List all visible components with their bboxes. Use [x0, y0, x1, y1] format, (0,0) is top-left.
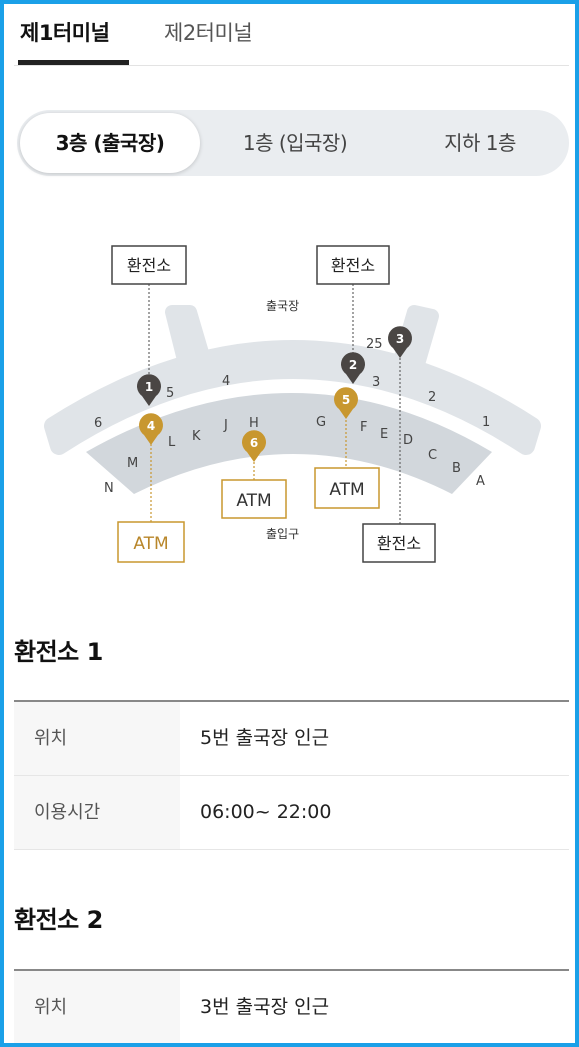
info-row-location: 위치 3번 출국장 인근: [14, 971, 569, 1043]
callout-exchange-2[interactable]: 환전소: [316, 245, 390, 285]
map-pin-number: 1: [145, 380, 153, 394]
info-table-exchange-2: 위치 3번 출국장 인근: [14, 969, 569, 1043]
callout-exchange-1[interactable]: 환전소: [111, 245, 187, 285]
counter-letter: L: [168, 435, 176, 450]
counter-letter: B: [452, 461, 461, 476]
callout-atm-label: ATM: [133, 534, 168, 554]
tab-terminal-1[interactable]: 제1터미널: [20, 21, 110, 45]
map-pin-number: 3: [396, 332, 404, 346]
map-pin-number: 2: [349, 358, 357, 372]
info-value: 3번 출국장 인근: [200, 996, 330, 1018]
counter-letter: M: [127, 456, 138, 471]
counter-letter: D: [403, 433, 413, 448]
label-entrance: 출입구: [266, 527, 299, 541]
floor-tab-1f[interactable]: 1층 (입국장): [242, 131, 348, 155]
callout-atm-label: ATM: [329, 480, 364, 500]
gate-number: 4: [222, 374, 230, 389]
callout-exchange-label: 환전소: [331, 256, 375, 275]
counter-letter: E: [380, 427, 388, 442]
callout-atm-6[interactable]: ATM: [221, 479, 287, 519]
section-title-exchange-2: 환전소 2: [14, 906, 103, 934]
callout-exchange-3[interactable]: 환전소: [362, 523, 436, 563]
map-pin-6[interactable]: 6: [242, 430, 266, 462]
counter-letter: C: [428, 448, 437, 463]
map-pin-number: 4: [147, 419, 155, 433]
counter-letter: N: [104, 481, 114, 496]
info-label: 이용시간: [14, 776, 180, 849]
terminal-map: 출국장 출입구 6 5 4 3 25 2 1 N M L K J H G F E…: [44, 245, 541, 563]
map-pin-1[interactable]: 1: [137, 374, 161, 406]
map-pin-number: 6: [250, 436, 258, 450]
label-departure: 출국장: [266, 299, 299, 313]
map-pin-5[interactable]: 5: [334, 387, 358, 419]
counter-letter: K: [192, 429, 201, 444]
callout-atm-4[interactable]: ATM: [117, 521, 185, 563]
info-label: 위치: [14, 702, 180, 775]
info-value: 06:00~ 22:00: [200, 801, 332, 823]
gate-number: 25: [366, 337, 383, 352]
info-label: 위치: [14, 971, 180, 1043]
gate-number: 3: [372, 375, 380, 390]
map-pin-number: 5: [342, 393, 350, 407]
tab-terminal-2[interactable]: 제2터미널: [164, 21, 253, 45]
floor-tab-3f[interactable]: 3층 (출국장): [20, 113, 200, 173]
info-value: 5번 출국장 인근: [200, 727, 330, 749]
concourse-inner: [86, 393, 492, 494]
callout-exchange-label: 환전소: [377, 534, 421, 553]
callout-atm-5[interactable]: ATM: [314, 467, 380, 509]
counter-letter: J: [223, 418, 228, 433]
floor-tab-b1[interactable]: 지하 1층: [444, 131, 516, 155]
floor-selector: 3층 (출국장) 1층 (입국장) 지하 1층: [17, 110, 569, 176]
info-row-location: 위치 5번 출국장 인근: [14, 702, 569, 776]
counter-letter: H: [249, 416, 259, 431]
map-pin-4[interactable]: 4: [139, 413, 163, 445]
gate-number: 6: [94, 416, 102, 431]
info-row-hours: 이용시간 06:00~ 22:00: [14, 776, 569, 850]
map-pin-2[interactable]: 2: [341, 352, 365, 384]
gate-number: 1: [482, 415, 490, 430]
map-pin-3[interactable]: 3: [388, 326, 412, 358]
terminal-tabs: 제1터미널 제2터미널: [14, 4, 569, 66]
info-table-exchange-1: 위치 5번 출국장 인근 이용시간 06:00~ 22:00: [14, 700, 569, 850]
counter-letter: F: [360, 420, 367, 435]
gate-number: 2: [428, 390, 436, 405]
gate-number: 5: [166, 386, 174, 401]
counter-letter: G: [316, 415, 326, 430]
active-tab-indicator: [18, 60, 129, 65]
callout-atm-label: ATM: [236, 491, 271, 511]
section-title-exchange-1: 환전소 1: [14, 638, 103, 666]
pier-left: [165, 305, 217, 391]
callout-exchange-label: 환전소: [127, 256, 171, 275]
counter-letter: A: [476, 474, 485, 489]
